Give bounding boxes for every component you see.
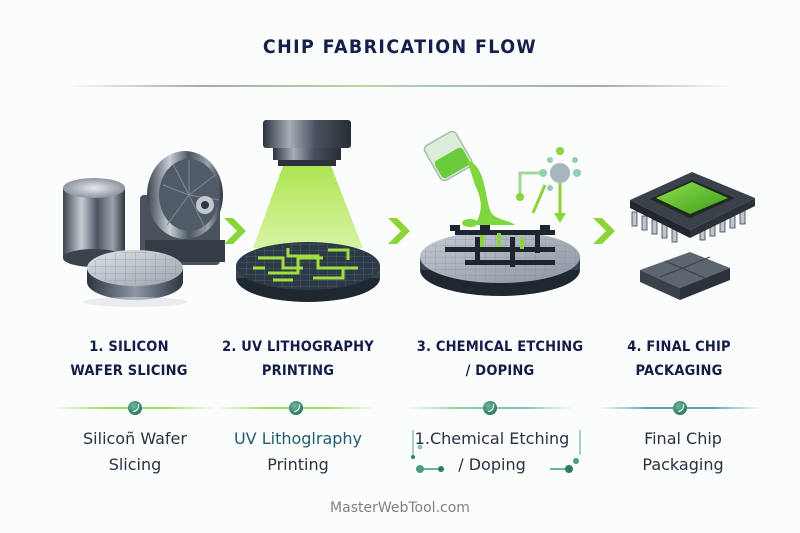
step-marker-icon bbox=[673, 401, 687, 415]
step-1-title: 1. SILICON WAFER SLICING bbox=[70, 339, 188, 379]
step-4-description: Final Chip Packaging bbox=[642, 429, 724, 474]
step-marker-icon bbox=[289, 401, 303, 415]
chevron-right-icon bbox=[388, 218, 410, 244]
page-title: CHIP FABRICATION FLOW bbox=[262, 36, 538, 58]
packaged-chip-icon bbox=[630, 172, 755, 300]
step-2-divider bbox=[216, 401, 376, 415]
footer-watermark: MasterWebTool.com bbox=[330, 500, 470, 516]
step-3-divider bbox=[408, 401, 573, 415]
step-marker-icon bbox=[128, 401, 142, 415]
title-divider bbox=[66, 85, 734, 87]
step-2-description: UV Lithoglraphy Printing bbox=[233, 429, 363, 474]
ingot-saw-wafer-icon bbox=[63, 151, 225, 307]
molecule-accent-icon bbox=[411, 430, 581, 473]
chevron-right-icon bbox=[224, 218, 246, 244]
uv-lamp-wafer-icon bbox=[236, 120, 380, 302]
step-1-description: Silicoñ Wafer Slicing bbox=[83, 429, 187, 474]
step-2-title: 2. UV LITHOGRAPHY PRINTING bbox=[222, 339, 374, 379]
beaker-etching-wafer-icon bbox=[420, 130, 581, 296]
step-1-divider bbox=[55, 401, 215, 415]
chevron-right-icon bbox=[593, 218, 615, 244]
step-marker-icon bbox=[483, 401, 497, 415]
step-4-divider bbox=[600, 401, 760, 415]
step-4-title: 4. FINAL CHIP PACKAGING bbox=[627, 339, 731, 379]
step-3-title: 3. CHEMICAL ETCHING / DOPING bbox=[416, 339, 584, 379]
step-3-description: 1.Chemical Etching / Doping bbox=[414, 429, 570, 474]
